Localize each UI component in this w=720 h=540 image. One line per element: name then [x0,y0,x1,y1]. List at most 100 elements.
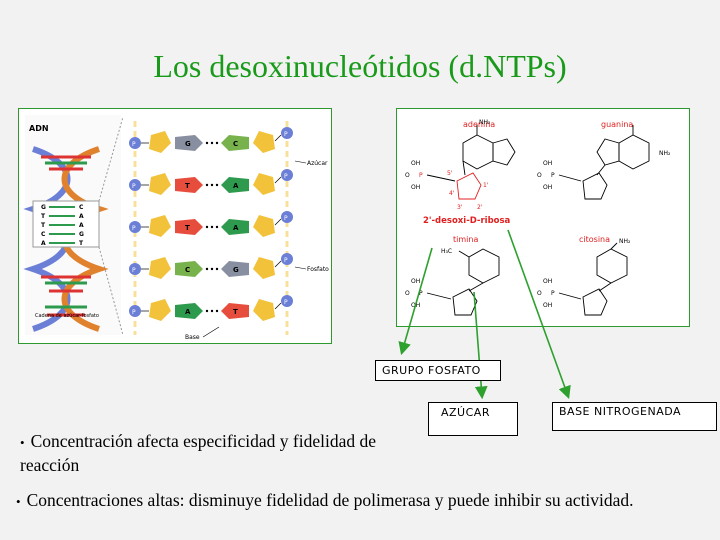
ladder-letter: C [79,204,84,211]
base-letter: C [233,140,238,148]
ladder-letter: A [79,213,84,220]
base-letter: G [185,140,191,148]
base-letter: A [233,224,239,232]
svg-text:OH: OH [543,302,552,309]
hydrogen-bond [205,309,209,313]
phosphate-letter: P [284,257,288,264]
svg-text:O: O [537,172,542,179]
thymine-phosphate: OH O P OH [405,278,452,309]
svg-text:2': 2' [477,204,483,211]
guanine-nh2: NH₂ [659,150,671,157]
phosphate-left [129,137,141,149]
base-left [175,261,203,277]
ribosa-label: 2'-desoxi-D-ribosa [423,216,511,226]
svg-text:OH: OH [411,184,420,191]
base-right [221,303,249,319]
phosphate-right [281,253,293,265]
base-letter: T [185,224,190,232]
bullet-dot-icon: • [20,434,25,450]
sugar-right [253,215,275,237]
phosphate-left [129,305,141,317]
svg-text:OH: OH [543,278,552,285]
cytosine-phosphate: OH O P OH [537,278,582,309]
dna-caption: Cadena de azúcar-fosfato [35,312,99,319]
ladder-letter: T [41,222,46,229]
svg-text:OH: OH [411,278,420,285]
bullet-dot-icon: • [16,493,21,509]
svg-text:P: P [419,172,423,179]
ladder-letter: C [41,231,46,238]
base-right [221,261,249,277]
dna-header: ADN [29,124,49,133]
base-letter: C [185,266,190,274]
hydrogen-bond [215,141,219,145]
nucleotide-structures-figure: adenina guanina 2'-desoxi-D-ribosa timin… [396,108,690,327]
hydrogen-bond [210,267,214,271]
svg-text:O: O [405,172,410,179]
adenine-molecule [456,125,516,200]
cytosine-molecule [582,242,628,316]
sugar-right [253,131,275,153]
hydrogen-bond [215,267,219,271]
base-letter: A [233,182,239,190]
base-pointer-label: Base [185,334,200,341]
backbone-link [274,302,282,310]
bullet-text: Concentración afecta especificidad y fid… [20,431,377,475]
phosphate-left [129,263,141,275]
phosphate-letter: P [284,215,288,222]
base-letter: T [233,308,238,316]
sugar-left [149,131,171,153]
base-letter: T [185,182,190,190]
guanine-phosphate: OH O P OH [537,160,582,191]
hydrogen-bond [210,183,214,187]
azucar-label: AZÚCAR [428,402,518,436]
sugar-left [149,173,171,195]
hydrogen-bond [205,183,209,187]
phosphate-letter: P [132,141,136,148]
ladder-letter: G [79,231,84,238]
svg-text:OH: OH [543,160,552,167]
hydrogen-bond [210,225,214,229]
hydrogen-bond [215,225,219,229]
phosphate-letter: P [132,267,136,274]
ladder-letter: T [41,213,46,220]
backbone-link [274,134,282,142]
ladder-letter: A [41,240,46,247]
phosphate-right [281,127,293,139]
phosphate-letter: P [132,225,136,232]
svg-text:O: O [537,290,542,297]
bullet-concentracion: •Concentración afecta especificidad y fi… [20,430,420,476]
citosina-label: citosina [579,235,610,244]
sugar-left [149,215,171,237]
sugar-left [149,299,171,321]
hydrogen-bond [210,309,214,313]
svg-text:P: P [419,290,423,297]
backbone-link [274,260,282,268]
thymine-molecule [452,248,500,316]
backbone-link [274,218,282,226]
hydrogen-bond [205,141,209,145]
phosphate-letter: P [284,131,288,138]
hydrogen-bond [210,141,214,145]
svg-text:5': 5' [447,170,453,177]
backbone-link [274,176,282,184]
base-right [221,177,249,193]
guanina-label: guanina [601,120,633,129]
hydrogen-bond [215,183,219,187]
adenina-label: adenina [463,120,495,129]
sugar-right [253,299,275,321]
phosphate-letter: P [132,183,136,190]
ladder-letter: G [41,204,46,211]
base-letter: G [233,266,239,274]
base-left [175,177,203,193]
cytosine-nh2: NH₂ [619,238,631,245]
phosphate-right [281,169,293,181]
adenine-nh2: NH₂ [479,119,491,126]
phosphate-letter: P [284,173,288,180]
svg-text:P: P [551,290,555,297]
phosphate-letter: P [132,309,136,316]
phosphate-left [129,221,141,233]
adenine-phosphate: OH O P OH [405,160,456,191]
bullet-text: Concentraciones altas: disminuye fidelid… [26,490,634,510]
thymine-ch3: H₃C [441,248,452,255]
